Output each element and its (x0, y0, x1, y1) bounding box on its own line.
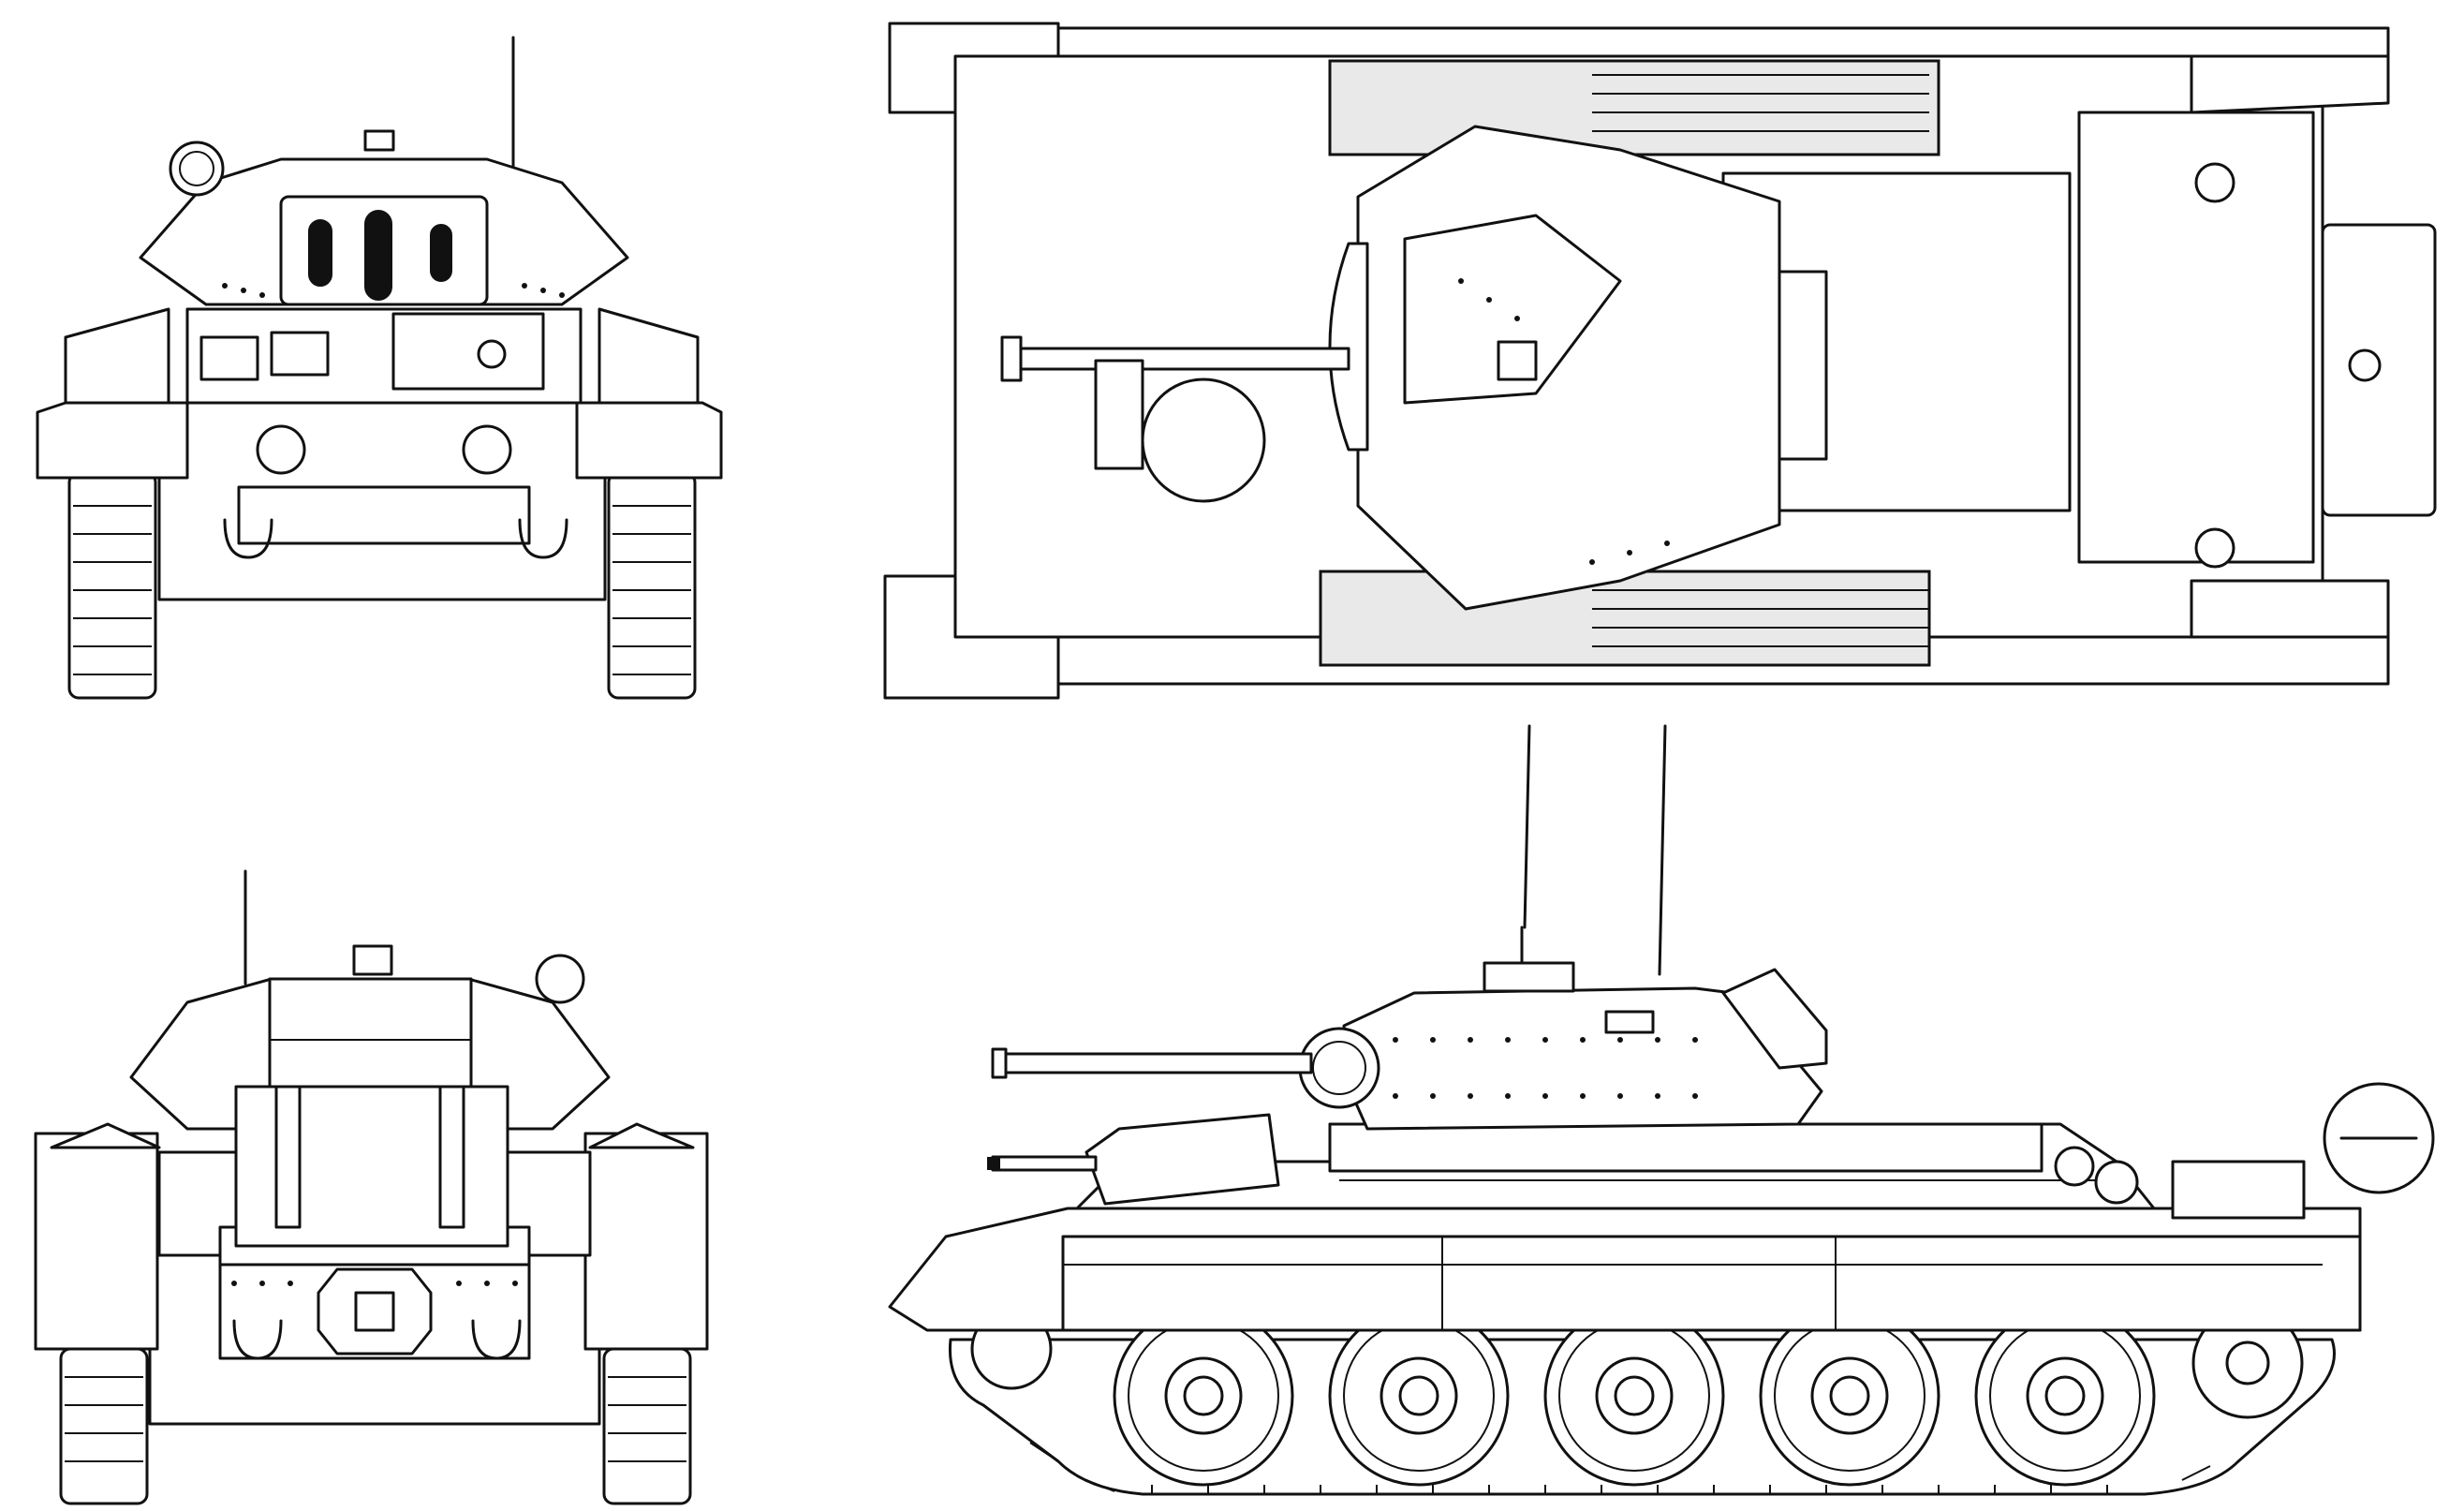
rivet-pattern (222, 278, 1698, 1286)
front-gun-bore (364, 210, 392, 301)
front-driver-visor (391, 312, 545, 391)
side-turret-bustle (1721, 968, 1828, 1070)
top-antenna-left (1523, 724, 1531, 929)
front-mg-port (199, 335, 259, 381)
side-main-gun (1000, 1052, 1313, 1074)
side-hull-panel (1061, 1235, 2362, 1332)
front-cupola (363, 129, 395, 152)
top-engine-louvers (1319, 59, 1940, 667)
side-turret-port (1604, 1010, 1655, 1034)
side-driver-box (1084, 1113, 1280, 1206)
rear-left-fender (34, 1132, 159, 1351)
rear-light (535, 954, 585, 1004)
side-hull-mg (991, 1155, 1098, 1172)
front-view (36, 36, 723, 700)
front-left-bin (64, 307, 170, 405)
front-right-fender (575, 401, 723, 480)
top-view (883, 22, 2437, 976)
rear-right-track (602, 1347, 692, 1505)
side-view (888, 926, 2435, 1496)
rear-view (34, 869, 709, 1505)
side-road-wheels (1113, 1305, 2156, 1487)
side-rear-box (2171, 1160, 2306, 1220)
side-track-links (1029, 1442, 2211, 1494)
top-main-gun (1014, 347, 1350, 371)
top-antenna-right (1658, 724, 1667, 976)
rear-cupola (352, 944, 393, 976)
side-cupola (1483, 961, 1575, 993)
front-right-bin (598, 307, 700, 405)
front-headlight (169, 141, 225, 197)
front-glacis-plate (237, 485, 531, 545)
rear-left-track (59, 1347, 149, 1505)
top-driver-hatch (1141, 378, 1266, 503)
rear-right-fender (583, 1132, 709, 1351)
front-left-fender (36, 401, 189, 480)
rear-turret-bin (268, 977, 473, 1089)
